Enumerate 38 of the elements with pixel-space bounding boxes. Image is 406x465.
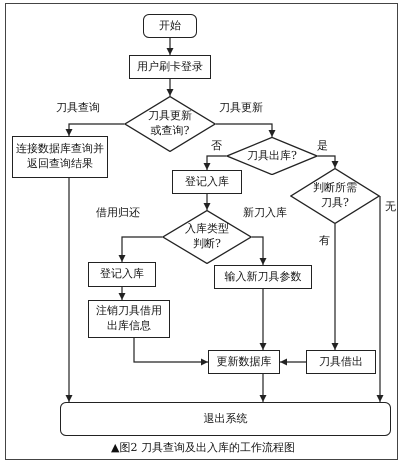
arrow bbox=[376, 195, 384, 402]
edge-label: 是 bbox=[316, 139, 329, 152]
decision-diamond: 刀具出库? bbox=[226, 137, 318, 175]
edge-label: 刀具更新 bbox=[218, 101, 264, 114]
arrow bbox=[318, 155, 338, 168]
arrow bbox=[66, 123, 124, 136]
process-box: 登记入库 bbox=[88, 262, 156, 287]
arrow bbox=[332, 224, 338, 350]
arrow bbox=[260, 289, 266, 350]
edge-label: 刀具查询 bbox=[55, 101, 101, 114]
arrow bbox=[204, 194, 210, 210]
edge-label: 否 bbox=[210, 139, 223, 152]
edge-label: 借用归还 bbox=[95, 206, 141, 220]
terminal-box: 退出系统 bbox=[60, 402, 391, 436]
process-box: 更新数据库 bbox=[208, 350, 280, 374]
arrow bbox=[133, 338, 208, 366]
terminal-box: 开始 bbox=[143, 14, 197, 38]
edge-label: 有 bbox=[318, 234, 331, 248]
arrow bbox=[216, 123, 276, 137]
arrow bbox=[204, 155, 226, 170]
process-box: 输入新刀具参数 bbox=[214, 265, 312, 289]
arrow bbox=[166, 38, 174, 55]
arrow bbox=[118, 236, 162, 262]
arrow bbox=[66, 178, 72, 402]
process-box: 注销刀具借用出库信息 bbox=[88, 300, 170, 338]
arrow bbox=[252, 236, 266, 265]
arrow bbox=[118, 287, 126, 300]
arrow bbox=[166, 79, 174, 96]
process-box: 登记入库 bbox=[172, 170, 242, 194]
process-box: 用户刷卡登录 bbox=[129, 55, 211, 79]
edge-label: 无 bbox=[384, 200, 397, 214]
arrow bbox=[260, 374, 266, 402]
process-box: 连接数据库查询并返回查询结果 bbox=[12, 136, 108, 178]
edge-label: 新刀入库 bbox=[242, 206, 288, 220]
caption: ▲图2 刀具查询及出入库的工作流程图 bbox=[111, 441, 295, 454]
arrow bbox=[280, 358, 306, 366]
process-box: 刀具借出 bbox=[306, 350, 376, 374]
decision-diamond: 判断所需刀具? bbox=[290, 168, 380, 224]
